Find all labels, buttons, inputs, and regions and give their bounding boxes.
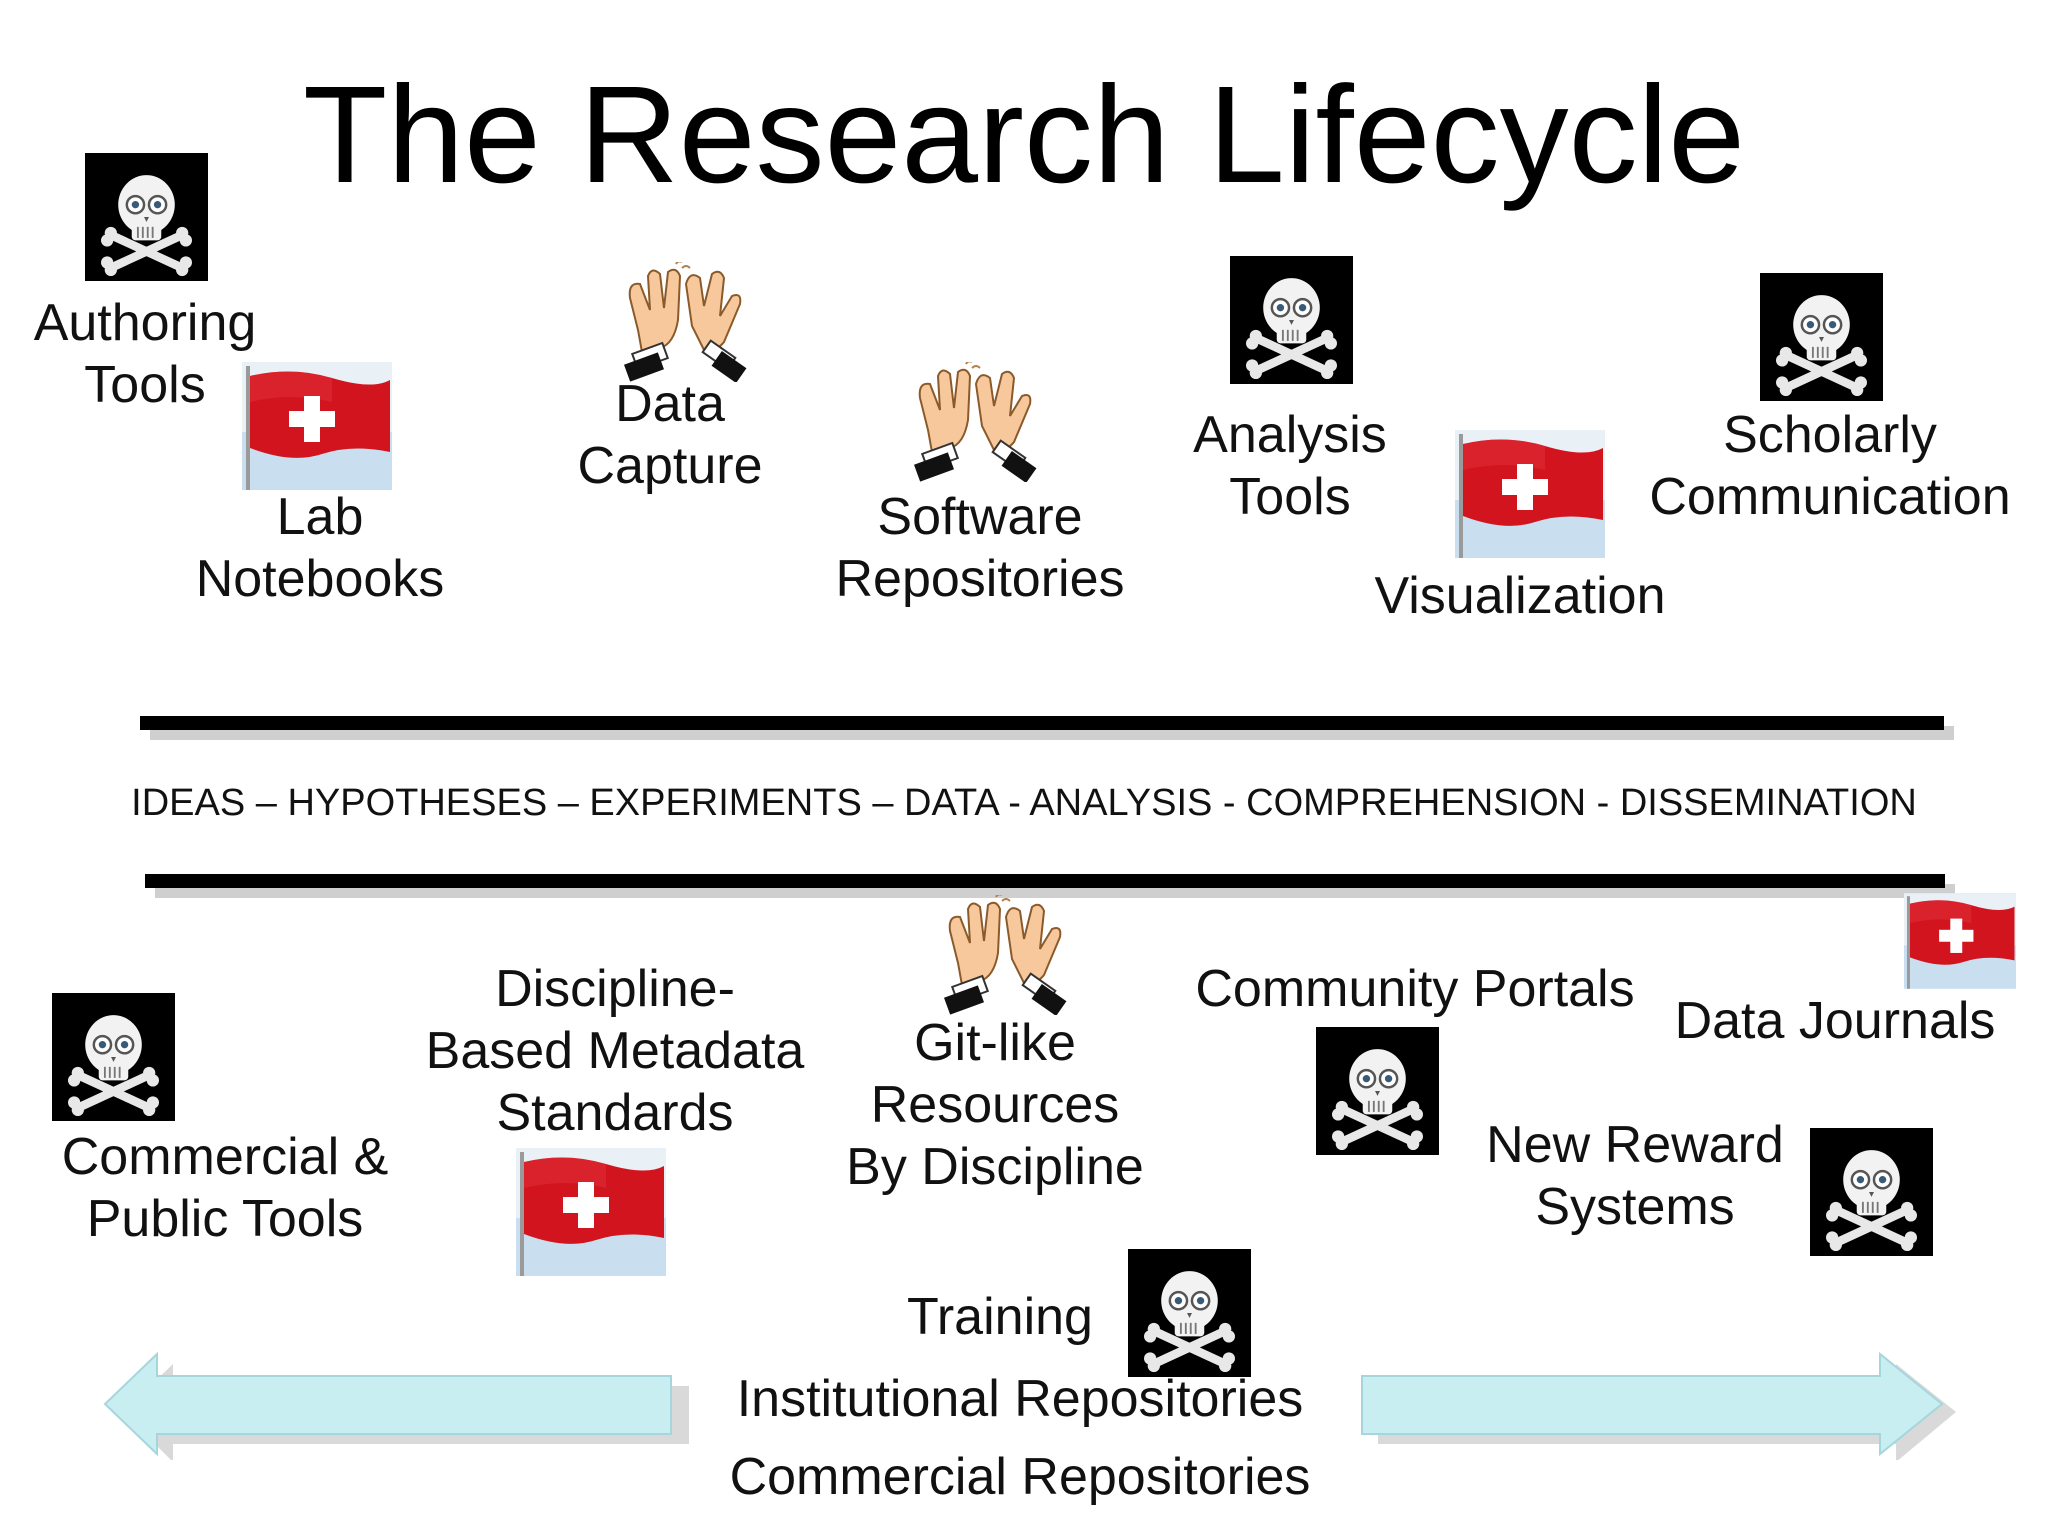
label-community-portals: Community Portals — [1195, 960, 1635, 1018]
right-arrow-icon — [1361, 1351, 1956, 1460]
skull-crossbones-icon — [1316, 1027, 1439, 1155]
skull-crossbones-icon — [85, 153, 208, 281]
clapping-hands-icon — [943, 895, 1068, 1015]
label-institutional-repositories: Institutional Repositories — [736, 1370, 1304, 1428]
top-divider — [140, 716, 1944, 730]
label-commercial-repositories: Commercial Repositories — [729, 1448, 1311, 1506]
clapping-hands-icon — [623, 262, 748, 382]
skull-crossbones-icon — [1810, 1128, 1933, 1256]
label-training: Training — [907, 1288, 1093, 1346]
slide-title: The Research Lifecycle — [303, 58, 1745, 212]
swiss-flag-icon — [516, 1148, 666, 1276]
skull-crossbones-icon — [1760, 273, 1883, 401]
swiss-flag-icon — [1904, 893, 2016, 989]
label-commercial-public-tools: Commercial &Public Tools — [61, 1128, 389, 1248]
swiss-flag-icon — [242, 362, 392, 490]
label-visualization: Visualization — [1374, 567, 1666, 625]
swiss-flag-icon — [1455, 430, 1605, 558]
label-data-journals: Data Journals — [1674, 992, 1996, 1050]
bottom-divider — [145, 874, 1945, 888]
skull-crossbones-icon — [1230, 256, 1353, 384]
skull-crossbones-icon — [52, 993, 175, 1121]
clapping-hands-icon — [913, 362, 1038, 482]
skull-crossbones-icon — [1128, 1249, 1251, 1377]
left-arrow-icon — [103, 1351, 689, 1460]
lifecycle-stages: IDEAS – HYPOTHESES – EXPERIMENTS – DATA … — [131, 782, 1917, 824]
